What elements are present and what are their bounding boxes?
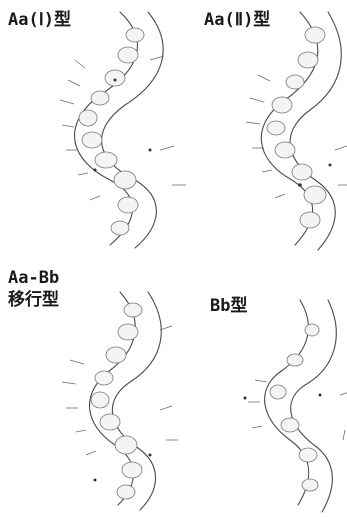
sketch-aa-1	[60, 12, 186, 248]
sketch-bb	[244, 300, 347, 512]
sketch-aa-2	[246, 12, 347, 250]
panel-label-bb: Bb型	[210, 296, 247, 316]
panel-label-aa-1: Aa(Ⅰ)型	[8, 10, 71, 30]
panel-label-aa-2: Aa(Ⅱ)型	[204, 10, 270, 30]
sketch-aa-bb	[62, 292, 178, 510]
panel-label-aa-bb-line1: Aa-Bb	[8, 268, 59, 288]
panel-label-aa-bb-line2: 移行型	[8, 290, 59, 310]
